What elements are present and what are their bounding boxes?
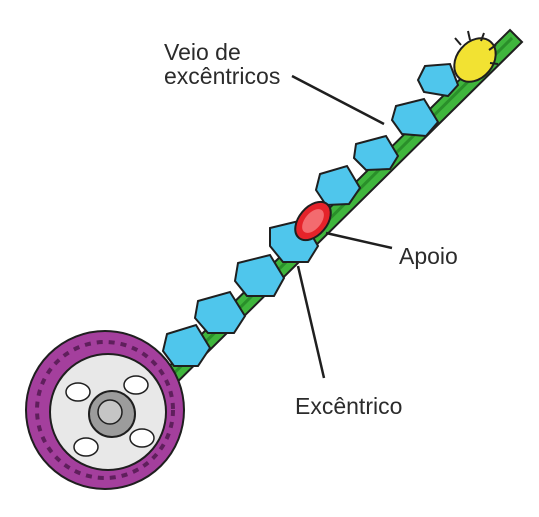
cam-lobe bbox=[354, 136, 398, 170]
cam-label: Excêntrico bbox=[295, 394, 402, 418]
camshaft-label-line1: Veio de bbox=[164, 40, 280, 64]
cam-lobe bbox=[392, 99, 438, 136]
leader-line-cam bbox=[298, 266, 324, 378]
camshaft-label: Veio de excêntricos bbox=[164, 40, 280, 88]
cam-lobe bbox=[316, 166, 360, 205]
cam-lobe bbox=[163, 325, 210, 366]
bearing-label: Apoio bbox=[399, 244, 458, 268]
cam-lobe bbox=[418, 64, 458, 96]
timing-gear bbox=[26, 331, 184, 489]
leader-line-camshaft bbox=[292, 76, 384, 124]
camshaft-label-line2: excêntricos bbox=[164, 64, 280, 88]
leader-line-bearing bbox=[326, 233, 392, 248]
